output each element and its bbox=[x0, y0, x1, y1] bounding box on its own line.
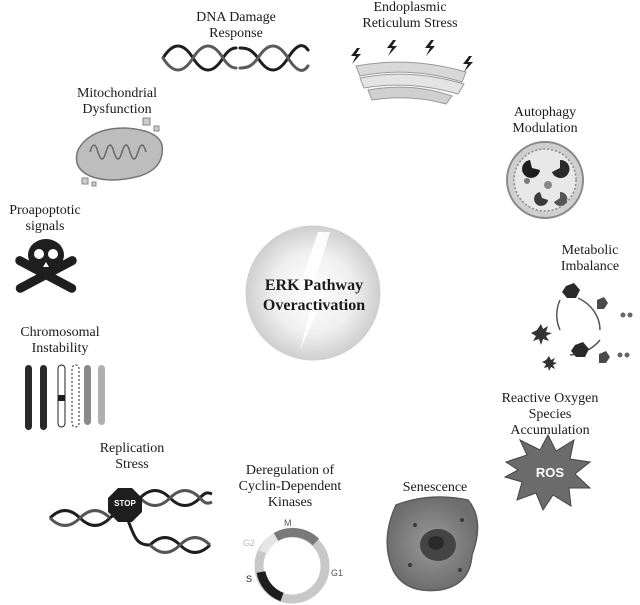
phase-g2-label: G2 bbox=[243, 538, 256, 548]
phase-s-label: S bbox=[246, 574, 253, 584]
cdk-label: Deregulation of Cyclin-Dependent Kinases bbox=[238, 463, 342, 510]
center-title-line1: ERK Pathway bbox=[264, 277, 364, 294]
lightning-icon bbox=[300, 232, 330, 350]
center-node bbox=[245, 225, 381, 361]
mitochondrion-icon bbox=[75, 117, 164, 187]
metabolic-cycle-icon bbox=[531, 283, 633, 371]
autophagy-label: Autophagy Modulation bbox=[512, 105, 578, 136]
senescence-label: Senescence bbox=[402, 480, 468, 495]
metabolic-label: Metabolic Imbalance bbox=[560, 243, 620, 274]
stop-sign-icon bbox=[108, 488, 142, 522]
ros-badge-text: ROS bbox=[535, 465, 565, 480]
er-stress-label: Endoplasmic Reticulum Stress bbox=[362, 0, 458, 31]
chromosomal-label: Chromosomal Instability bbox=[20, 325, 100, 356]
senescent-cell-icon bbox=[386, 496, 479, 592]
ros-burst-icon bbox=[503, 433, 592, 512]
chromosomes-icon bbox=[25, 364, 105, 430]
phase-m-label: M bbox=[284, 518, 292, 528]
proapoptotic-label: Proapoptotic signals bbox=[9, 203, 81, 234]
stop-sign-text: STOP bbox=[114, 499, 136, 508]
center-title: ERK Pathway Overactivation bbox=[244, 276, 384, 316]
phase-g1-label: G1 bbox=[331, 568, 344, 578]
cell-cycle-ring-icon bbox=[254, 527, 330, 604]
mito-label: Mitochondrial Dysfunction bbox=[76, 86, 158, 117]
endoplasmic-reticulum-icon bbox=[351, 40, 473, 105]
dna-helix-icon bbox=[161, 44, 310, 72]
skull-crossbones-icon bbox=[15, 239, 77, 293]
replication-label: Replication Stress bbox=[99, 441, 165, 472]
autophagosome-icon bbox=[506, 141, 584, 219]
center-title-line2: Overactivation bbox=[262, 297, 366, 314]
dna-damage-label: DNA Damage Response bbox=[196, 10, 276, 41]
ros-label: Reactive Oxygen Species Accumulation bbox=[501, 391, 599, 438]
